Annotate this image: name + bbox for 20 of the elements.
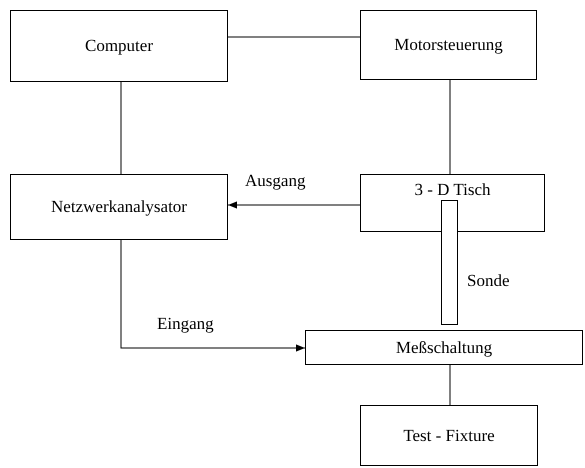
box-label: Test - Fixture xyxy=(403,426,495,446)
edge-label: Eingang xyxy=(155,315,216,334)
process-box xyxy=(360,174,545,232)
connector-line xyxy=(120,82,122,174)
probe-bar xyxy=(441,200,458,325)
box-label: Netzwerkanalysator xyxy=(51,197,187,217)
connector-line xyxy=(228,36,360,38)
box-label: Computer xyxy=(85,36,153,56)
process-box xyxy=(360,405,538,466)
box-label: 3 - D Tisch xyxy=(414,180,491,200)
arrow xyxy=(228,201,360,209)
arrow xyxy=(120,240,306,352)
box-label: Meßschaltung xyxy=(396,338,492,358)
process-box xyxy=(360,10,537,80)
process-box xyxy=(10,174,228,240)
box-label: Motorsteuerung xyxy=(394,35,503,55)
process-box xyxy=(10,10,228,82)
edge-label: Ausgang xyxy=(243,172,308,191)
process-box xyxy=(305,330,583,365)
probe-label: Sonde xyxy=(467,272,510,291)
